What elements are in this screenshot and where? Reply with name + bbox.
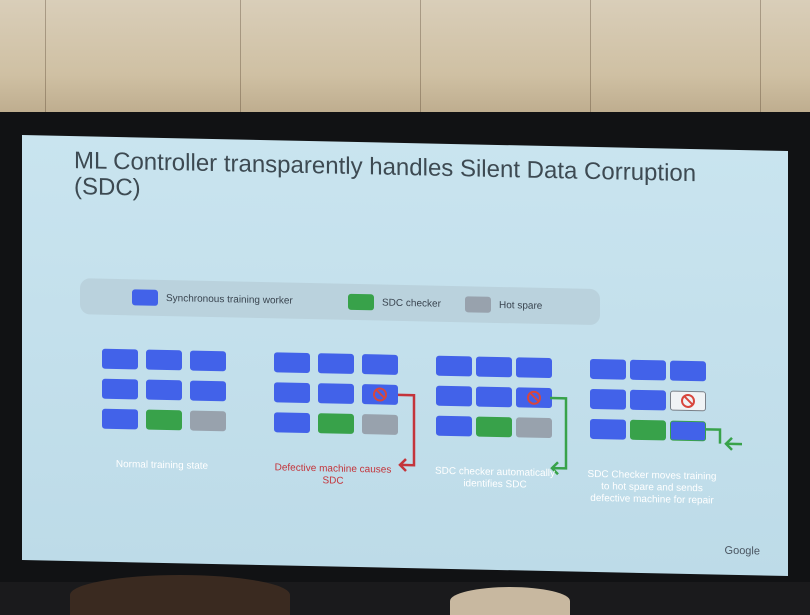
- promoted-spare-block: [670, 420, 706, 442]
- slide: ML Controller transparently handles Sile…: [22, 135, 788, 577]
- prohibited-icon: [373, 387, 387, 402]
- defective-worker-block: [362, 384, 398, 405]
- spare-swatch: [465, 296, 491, 313]
- worker-block: [630, 389, 666, 411]
- worker-block: [274, 382, 310, 404]
- worker-block: [436, 355, 472, 377]
- audience-head: [450, 587, 570, 615]
- panel-normal: [102, 348, 227, 432]
- checker-block: [476, 416, 512, 438]
- slide-title: ML Controller transparently handles Sile…: [74, 147, 697, 202]
- worker-block: [590, 358, 626, 380]
- worker-block: [318, 383, 354, 404]
- spare-block: [362, 414, 398, 435]
- legend-label-spare: Hot spare: [499, 299, 543, 312]
- prohibited-icon: [527, 390, 541, 405]
- panel-detected: [436, 355, 568, 476]
- worker-block: [190, 380, 226, 402]
- checker-arrow-icon: [550, 396, 568, 476]
- caption-normal: Normal training state: [115, 458, 209, 472]
- worker-block: [274, 352, 310, 374]
- worker-block: [102, 348, 138, 370]
- wall-panel-seam: [45, 0, 46, 115]
- caption-defective: Defective machine causes SDC: [274, 462, 392, 487]
- worker-block: [102, 378, 138, 400]
- checker-block: [318, 413, 354, 434]
- legend: Synchronous training worker SDC checker …: [80, 278, 600, 326]
- worker-block: [590, 388, 626, 410]
- worker-block: [102, 408, 138, 430]
- worker-block: [590, 418, 626, 440]
- prohibited-icon: [681, 393, 695, 409]
- wall-panel-seam: [760, 0, 761, 115]
- worker-block: [476, 386, 512, 408]
- worker-block: [362, 354, 398, 375]
- wall-panel-seam: [240, 0, 241, 115]
- removed-machine-block: [670, 390, 706, 412]
- checker-swatch: [348, 293, 374, 311]
- checker-block: [630, 419, 666, 441]
- worker-block: [146, 349, 182, 371]
- worker-block: [146, 379, 182, 401]
- checker-block: [146, 409, 182, 431]
- caption-detected: SDC checker automatically identifies SDC: [434, 465, 556, 491]
- worker-block: [670, 360, 706, 382]
- worker-block: [436, 415, 472, 437]
- worker-block: [516, 357, 552, 379]
- caption-repaired: SDC Checker moves training to hot spare …: [587, 468, 717, 507]
- worker-block: [630, 359, 666, 381]
- wall-panel-seam: [420, 0, 421, 115]
- wall-panel-seam: [590, 0, 591, 115]
- worker-block: [436, 385, 472, 407]
- worker-swatch: [132, 289, 158, 306]
- panel-defective: [274, 352, 416, 472]
- worker-block: [190, 350, 226, 372]
- legend-label-checker: SDC checker: [382, 297, 441, 310]
- spare-block: [190, 410, 226, 432]
- defect-arrow-icon: [398, 393, 416, 472]
- panel-repaired: [590, 358, 742, 451]
- legend-item-spare: Hot spare: [465, 295, 542, 315]
- worker-block: [476, 356, 512, 378]
- legend-label-worker: Synchronous training worker: [166, 292, 293, 307]
- conference-room-wall: [0, 0, 810, 125]
- legend-item-checker: SDC checker: [348, 293, 441, 313]
- legend-item-worker: Synchronous training worker: [132, 288, 293, 309]
- spare-arrow-icon: [706, 428, 742, 451]
- spare-block: [516, 417, 552, 439]
- audience-head: [70, 575, 290, 615]
- worker-block: [318, 353, 354, 374]
- google-logo: Google: [724, 544, 760, 558]
- worker-block: [274, 412, 310, 434]
- defective-worker-block: [516, 387, 552, 409]
